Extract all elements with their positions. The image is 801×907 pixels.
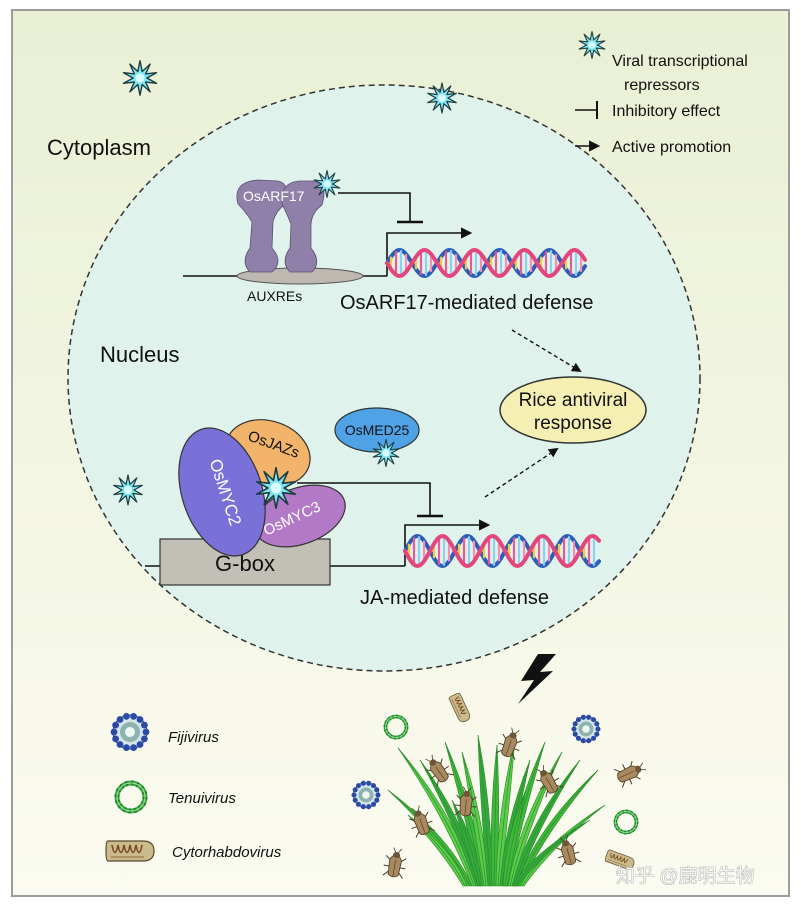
lightning-bolt-icon bbox=[518, 654, 556, 704]
watermark: 知乎 @鹿明生物 bbox=[616, 865, 755, 887]
leaf-midrib bbox=[504, 791, 526, 887]
leaf-midrib bbox=[493, 744, 498, 887]
legend-inhibitory-label: Inhibitory effect bbox=[612, 103, 721, 120]
gbox-label: G-box bbox=[215, 551, 275, 576]
rice-field-illustration bbox=[351, 691, 650, 887]
dashed-arrow-arf-to-response bbox=[511, 329, 582, 373]
auxres-label: AUXREs bbox=[247, 288, 302, 304]
leaf-midrib bbox=[451, 799, 481, 887]
dna-helix-ja bbox=[403, 533, 601, 569]
ja-pathway: G-box OsJAZs OsMYC3 OsMYC2 JA-mediated d… bbox=[145, 419, 601, 609]
osmed25: OsMED25 bbox=[334, 407, 420, 468]
legend-bottom: Fijivirus Tenuivirus Cytorhabdovirus bbox=[105, 712, 282, 862]
response-label: Rice antiviral bbox=[519, 390, 628, 411]
dna-strand bbox=[403, 533, 601, 569]
inhibition-connector bbox=[338, 192, 423, 224]
osarf17-label: OsARF17 bbox=[243, 188, 305, 204]
response-label: response bbox=[534, 413, 612, 434]
legend-virus-label: Cytorhabdovirus bbox=[172, 844, 282, 861]
cytorhabdovirus-icon bbox=[105, 840, 155, 862]
legend-repressor-label: repressors bbox=[624, 77, 700, 94]
osmyc2: OsMYC2 bbox=[178, 427, 266, 557]
dna-strand bbox=[403, 533, 601, 569]
cytoplasm-label: Cytoplasm bbox=[47, 135, 151, 160]
rice-antiviral-response: Rice antiviral response bbox=[499, 376, 647, 444]
legend-virus-label: Tenuivirus bbox=[168, 790, 236, 807]
dna-strand bbox=[385, 247, 587, 279]
legend-virus-label: Fijivirus bbox=[168, 729, 219, 746]
t-bar-icon bbox=[575, 101, 598, 119]
ja-defense-label: JA-mediated defense bbox=[360, 587, 549, 609]
leaf-midrib bbox=[509, 751, 563, 887]
legend-promotion-label: Active promotion bbox=[612, 139, 731, 156]
leaf-midrib bbox=[477, 734, 491, 887]
dna-helix-arf bbox=[385, 247, 587, 279]
legend-repressor-label: Viral transcriptional bbox=[612, 53, 748, 70]
dashed-arrow-ja-to-response bbox=[484, 447, 559, 498]
osarf17-defense-label: OsARF17-mediated defense bbox=[340, 292, 593, 314]
legend-top: Viral transcriptional repressors Inhibit… bbox=[575, 30, 748, 156]
osmed25-label: OsMED25 bbox=[345, 422, 410, 438]
leaf-midrib bbox=[514, 819, 591, 887]
leaf-midrib bbox=[397, 747, 475, 887]
nucleus-label: Nucleus bbox=[100, 342, 179, 367]
leaf-midrib bbox=[461, 751, 487, 887]
leaf-midrib bbox=[387, 789, 471, 887]
leaf-midrib bbox=[513, 759, 581, 887]
inhibition-connector bbox=[297, 482, 443, 518]
osarf17-dimer: OsARF17 bbox=[236, 179, 325, 273]
osarf17-pathway: OsARF17 AUXREs OsARF17-mediated defense bbox=[183, 169, 593, 314]
